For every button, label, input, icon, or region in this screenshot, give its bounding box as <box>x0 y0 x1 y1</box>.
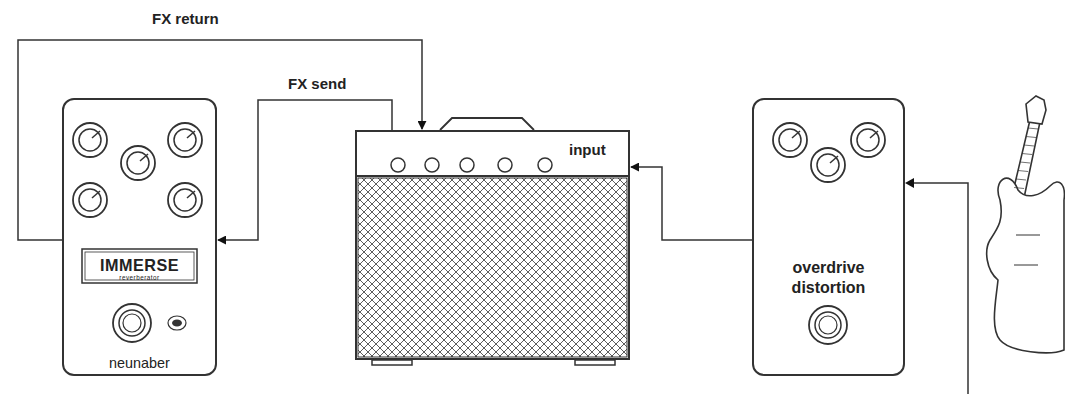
logo-badge <box>168 316 186 330</box>
amp-feet <box>372 360 615 365</box>
guitar-frets <box>1014 128 1038 189</box>
pedal-name: IMMERSE <box>64 255 215 275</box>
edge-label: FX return <box>150 10 221 27</box>
signal-cable <box>218 100 392 240</box>
guitar-cable <box>912 183 968 394</box>
signal-cable <box>18 40 422 240</box>
amp-handle <box>440 118 534 130</box>
cable-arrowhead <box>905 178 914 188</box>
amp-grille <box>358 178 627 357</box>
amp-knobs <box>391 158 552 172</box>
reverb-pedal: IMMERSEreverberator neunaber <box>62 98 217 376</box>
amp-panel-line <box>355 175 630 177</box>
signal-cable <box>631 167 752 240</box>
pedal-subtitle: reverberator <box>64 274 215 282</box>
brand-name: neunaber <box>64 354 215 372</box>
jack-label: input <box>569 141 606 160</box>
amplifier: input <box>355 130 630 360</box>
footswitch <box>809 306 847 344</box>
edge-label: FX send <box>286 75 348 92</box>
immerse-knobs <box>73 123 202 217</box>
drive-pedal: overdrive distortion <box>752 98 905 376</box>
overdrive-knobs <box>773 123 885 182</box>
guitar <box>987 96 1065 353</box>
footswitch <box>113 304 151 342</box>
pedal-name: overdrive distortion <box>774 258 884 298</box>
